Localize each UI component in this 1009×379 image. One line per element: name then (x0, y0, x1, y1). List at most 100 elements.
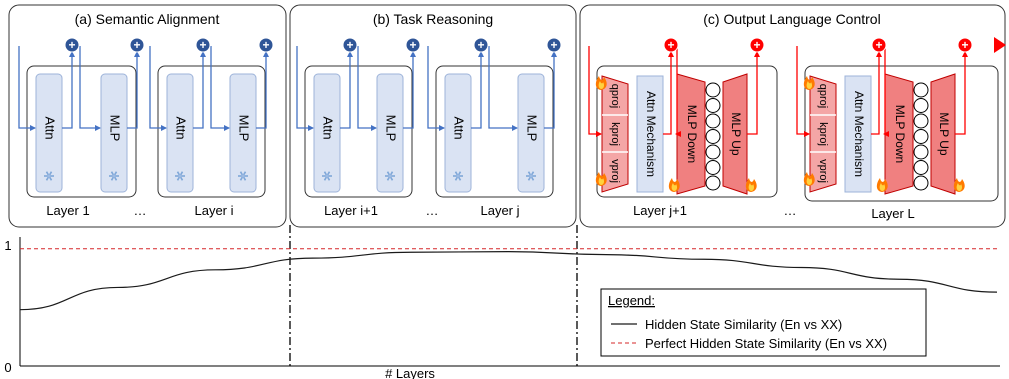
v-proj-label: vproj (817, 159, 829, 183)
module-label: Attn (174, 116, 189, 139)
plus-symbol: + (68, 38, 75, 52)
y-tick-label: 0 (4, 360, 11, 375)
series-hidden-state-similarity (19, 251, 998, 311)
trainable-flame-icon (668, 178, 680, 192)
attn-mechanism-module: Attn Mechanism (636, 75, 664, 193)
layer-label: Layer i+1 (324, 203, 378, 218)
mlp-module: MLP (100, 73, 128, 193)
residual-add-node: + (405, 37, 421, 53)
y-tick-label: 1 (4, 238, 11, 253)
layer-ellipsis: … (784, 203, 797, 218)
transformer-layer: Attn MLP (149, 46, 269, 198)
residual-add-node: + (195, 37, 211, 53)
similarity-chart: 1 0 # Layers Legend: Hidden State Simila… (4, 225, 1000, 379)
chart-series (19, 248, 998, 311)
q-proj-label: qproj (817, 84, 829, 108)
trainable-flame-icon (595, 172, 607, 186)
layer-label: Layer i (194, 203, 233, 218)
layer-label: Layer j (480, 203, 519, 218)
mlp-module: MLP (517, 73, 545, 193)
residual-add-node: + (64, 37, 80, 53)
residual-stream (10, 37, 1006, 53)
mlp-up-module: MLP Up (722, 73, 748, 195)
module-label: MLP Up (729, 112, 743, 155)
attn-module: Attn (444, 73, 472, 193)
module-label: Attn (321, 116, 336, 139)
residual-add-nodes: ++++++++++++ (64, 37, 973, 53)
frozen-snowflake-icon (109, 171, 119, 181)
plus-symbol: + (667, 38, 674, 52)
frozen-snowflake-icon (175, 171, 185, 181)
residual-add-node: + (957, 37, 973, 53)
plus-symbol: + (133, 38, 140, 52)
plus-symbol: + (753, 38, 760, 52)
panel-title: (a) Semantic Alignment (75, 11, 220, 27)
module-label: MLP (384, 115, 399, 142)
mlp-down-module: MLP Down (676, 73, 706, 195)
layer-label: Layer j+1 (633, 203, 687, 218)
mlp-up-module: MLP Up (930, 73, 956, 195)
hidden-neurons (705, 82, 721, 191)
v-proj-label: vproj (609, 159, 621, 183)
panel-title: (c) Output Language Control (703, 11, 880, 27)
layer-label: Layer L (871, 206, 914, 221)
module-label: MLP Up (937, 112, 951, 155)
residual-add-node: + (749, 37, 765, 53)
attn-module: Attn (35, 73, 63, 193)
residual-add-node: + (871, 37, 887, 53)
hidden-neurons (913, 82, 929, 191)
trainable-layers: qproj kproj vproj Attn Mechanism MLP Down MLP… (588, 46, 999, 202)
frozen-layers: Attn MLP Attn MLP Attn MLP Attn MLP (18, 46, 557, 198)
residual-add-node: + (129, 37, 145, 53)
module-label: MLP (237, 115, 252, 142)
module-label: MLP (108, 115, 123, 142)
x-axis-label: # Layers (385, 366, 435, 379)
trainable-flame-icon (803, 76, 815, 90)
residual-add-node: + (342, 37, 358, 53)
mlp-down-module: MLP Down (884, 73, 914, 195)
plus-symbol: + (961, 38, 968, 52)
residual-add-node: + (546, 37, 562, 53)
module-label: Attn Mechanism (644, 91, 658, 177)
module-label: Attn (43, 116, 58, 139)
legend-entry: Perfect Hidden State Similarity (En vs X… (645, 336, 887, 351)
layer-ellipsis: … (426, 203, 439, 218)
attn-module: Attn (166, 73, 194, 193)
module-label: Attn Mechanism (852, 91, 866, 177)
frozen-snowflake-icon (453, 171, 463, 181)
residual-add-node: + (258, 37, 274, 53)
plus-symbol: + (875, 38, 882, 52)
layer-labels: Layer 1 … Layer i Layer i+1 … Layer j La… (46, 203, 914, 221)
attn-mechanism-module: Attn Mechanism (844, 75, 872, 193)
legend-title: Legend: (608, 293, 655, 308)
qkv-projections: qproj kproj vproj (809, 75, 837, 193)
module-label: MLP Down (685, 105, 699, 163)
transformer-layer: Attn MLP (427, 46, 557, 198)
legend: Legend: Hidden State Similarity (En vs X… (600, 288, 927, 357)
trainable-flame-icon (876, 178, 888, 192)
module-label: MLP Down (893, 105, 907, 163)
frozen-snowflake-icon (44, 171, 54, 181)
plus-symbol: + (346, 38, 353, 52)
residual-add-node: + (663, 37, 679, 53)
k-proj-label: kproj (817, 122, 829, 146)
plus-symbol: + (550, 38, 557, 52)
transformer-layer: Attn MLP (296, 46, 416, 198)
q-proj-label: qproj (609, 84, 621, 108)
mlp-module: MLP (376, 73, 404, 193)
trainable-flame-icon (953, 178, 965, 192)
trainable-transformer-layer: qproj kproj vproj Attn Mechanism MLP Down MLP… (796, 46, 999, 202)
frozen-snowflake-icon (385, 171, 395, 181)
plus-symbol: + (262, 38, 269, 52)
panel-title: (b) Task Reasoning (373, 11, 493, 27)
module-label: Attn (452, 116, 467, 139)
plus-symbol: + (199, 38, 206, 52)
trainable-flame-icon (745, 178, 757, 192)
attn-module: Attn (313, 73, 341, 193)
stream-arrowhead (994, 37, 1006, 53)
frozen-snowflake-icon (322, 171, 332, 181)
layer-label: Layer 1 (46, 203, 89, 218)
